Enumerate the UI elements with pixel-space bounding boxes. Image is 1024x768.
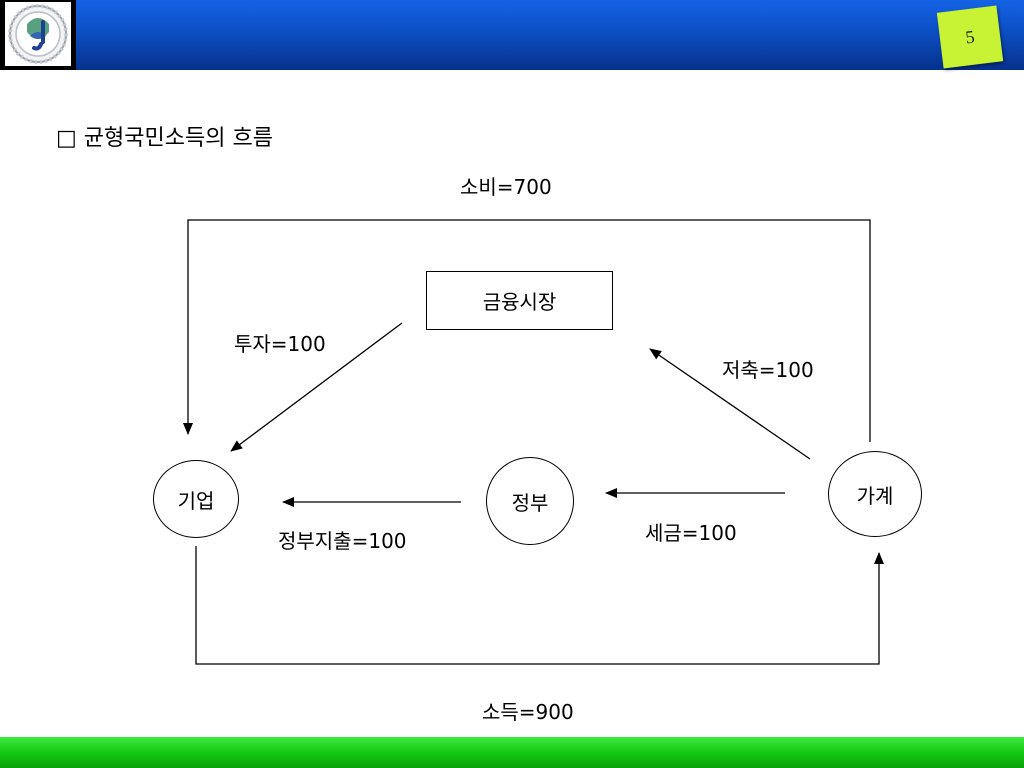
header-bar: 5 [0,0,1024,70]
saving-arrow [649,348,811,460]
node-firm: 기업 [153,460,239,538]
investment-arrow [230,322,403,452]
slide-title: □ 균형국민소득의 흐름 [56,126,273,151]
label-government-spending: 정부지출=100 [278,529,407,553]
consumption-flow-line [183,219,871,442]
logo [5,2,71,66]
node-financial-market: 금융시장 [426,271,613,330]
logo-frame [0,0,76,70]
university-emblem-icon [8,4,68,64]
label-investment: 투자=100 [234,332,326,356]
label-consumption: 소비=700 [460,175,552,199]
node-government: 정부 [486,457,574,545]
node-household: 가계 [828,451,922,537]
income-flow-line [195,546,884,665]
label-saving: 저축=100 [722,358,814,382]
footer-bar [0,737,1024,768]
label-tax: 세금=100 [645,521,737,545]
label-income: 소득=900 [482,700,574,724]
